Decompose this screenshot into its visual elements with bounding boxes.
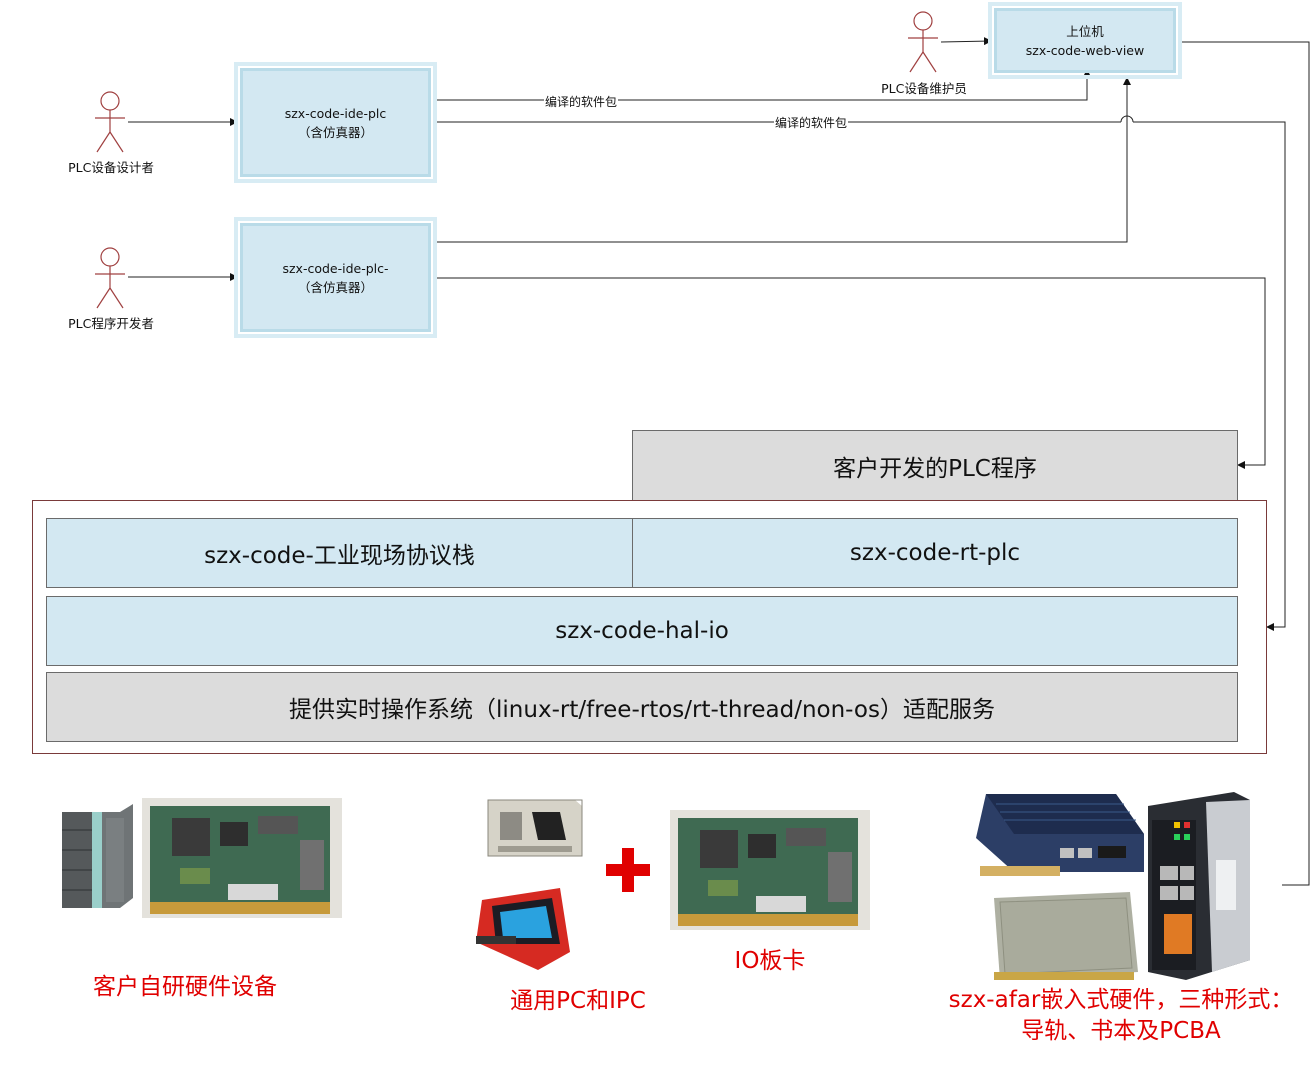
- webview-to-hardware-line: [1179, 41, 1310, 886]
- ide-plc-dev-note: （含仿真器）: [297, 279, 373, 295]
- industrial-pc-image: [487, 799, 583, 857]
- afar-hardware-caption-line1: szx-afar嵌入式硬件，三种形式：: [948, 987, 1294, 1013]
- devide-to-webview-arrow: [434, 77, 1131, 243]
- web-view-name: szx-code-web-view: [1025, 42, 1145, 58]
- web-view-title: 上位机: [1066, 23, 1104, 39]
- maintainer-actor-icon: [908, 11, 938, 73]
- customer-plc-program-layer: 客户开发的PLC程序: [632, 430, 1238, 500]
- os-adapter-label: 提供实时操作系统（linux-rt/free-rtos/rt-thread/no…: [289, 697, 995, 723]
- ide-to-halio-package-arrow: [1133, 121, 1286, 631]
- ide-to-webview-package-arrow: [434, 69, 1091, 101]
- maintainer-to-webview-arrow: [940, 37, 992, 46]
- afar-hardware-caption-line2: 导轨、书本及PCBA: [1021, 1018, 1221, 1044]
- os-adapter-layer: 提供实时操作系统（linux-rt/free-rtos/rt-thread/no…: [46, 672, 1238, 742]
- customer-plc-program-label: 客户开发的PLC程序: [833, 455, 1037, 482]
- maintainer-actor-label: PLC设备维护员: [881, 81, 967, 96]
- rt-plc-label: szx-code-rt-plc: [849, 540, 1021, 566]
- plus-icon: [606, 848, 650, 892]
- package-edge-label-2: 编译的软件包: [774, 114, 849, 131]
- designer-actor-label: PLC设备设计者: [68, 160, 154, 175]
- devide-to-program-arrow: [434, 277, 1266, 469]
- rt-plc-layer: szx-code-rt-plc: [632, 518, 1238, 588]
- plc-module-image: [62, 804, 133, 908]
- protocol-stack-label: szx-code-工业现场协议栈: [204, 543, 475, 569]
- developer-actor-icon: [95, 247, 125, 309]
- pcba-module-image: [994, 892, 1138, 980]
- book-controller-image: [1148, 792, 1250, 980]
- pc-ipc-caption: 通用PC和IPC: [510, 988, 646, 1014]
- hal-io-layer: szx-code-hal-io: [46, 596, 1238, 666]
- io-card-caption: IO板卡: [734, 948, 806, 974]
- web-view-component: 上位机 szx-code-web-view: [988, 2, 1182, 79]
- sbc-board-image-2: [670, 810, 870, 930]
- ide-plc-name: szx-code-ide-plc: [284, 105, 387, 121]
- protocol-stack-layer: szx-code-工业现场协议栈: [46, 518, 633, 588]
- handheld-tester-image: [476, 888, 570, 970]
- ide-plc-dev-component: szx-code-ide-plc- （含仿真器）: [234, 217, 437, 338]
- designer-actor-icon: [95, 91, 125, 153]
- package-edge-label-1: 编译的软件包: [544, 93, 619, 110]
- sbc-board-image-1: [142, 798, 342, 918]
- developer-actor-label: PLC程序开发者: [68, 316, 154, 331]
- ide-plc-dev-name: szx-code-ide-plc-: [282, 260, 389, 276]
- embedded-box-image: [976, 794, 1144, 876]
- ide-plc-note: （含仿真器）: [297, 124, 373, 140]
- hal-io-label: szx-code-hal-io: [555, 618, 729, 644]
- custom-device-caption: 客户自研硬件设备: [93, 974, 277, 1000]
- ide-plc-component: szx-code-ide-plc （含仿真器）: [234, 62, 437, 183]
